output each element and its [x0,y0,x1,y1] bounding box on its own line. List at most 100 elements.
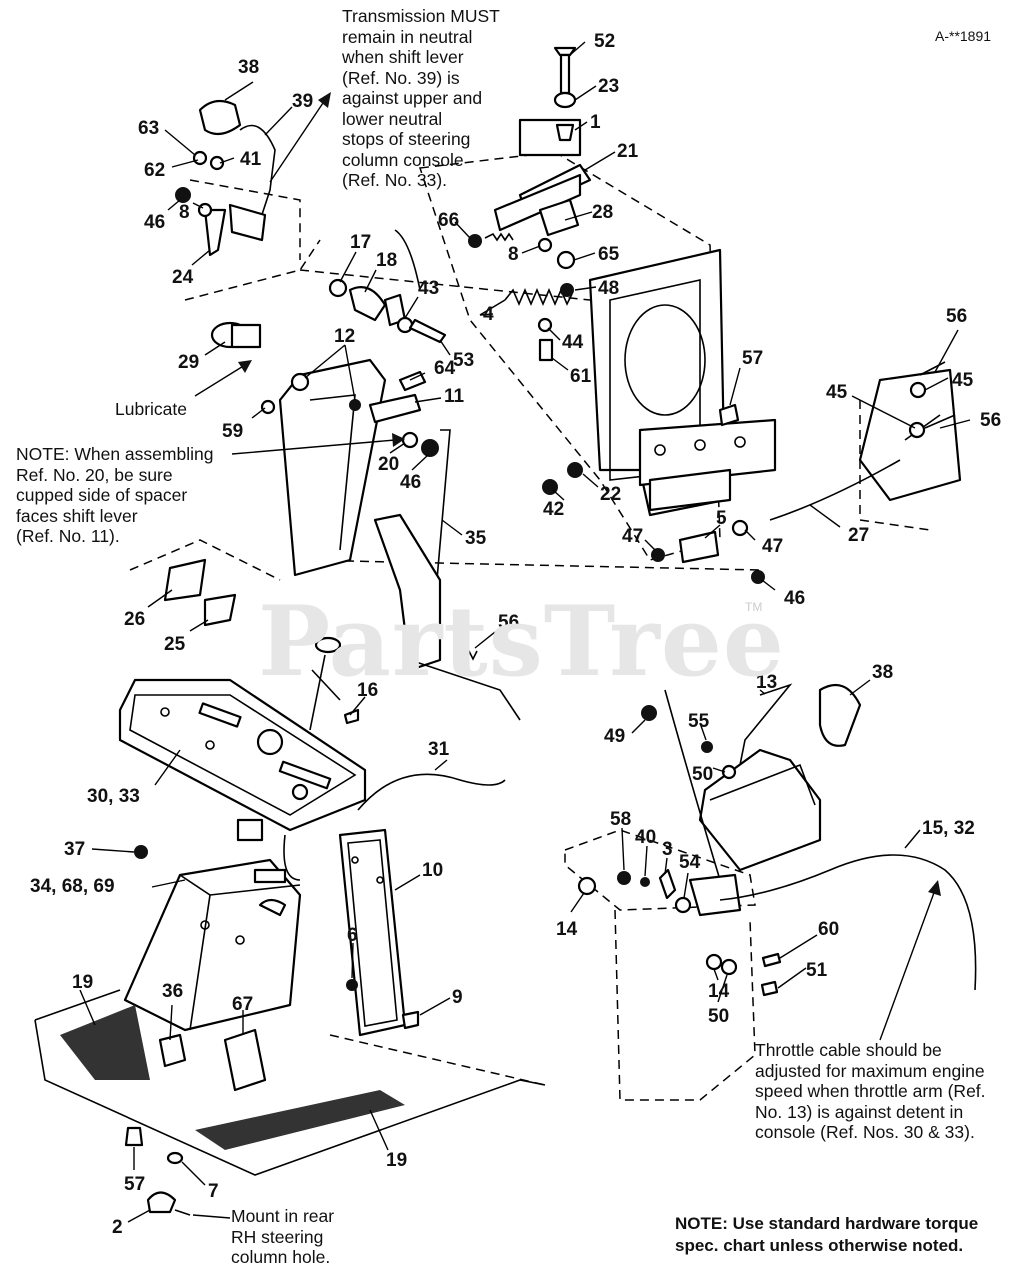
callout-62: 62 [144,160,165,181]
callout-26: 26 [124,609,145,630]
callout-27: 27 [848,525,869,546]
console-30-33 [118,678,367,881]
callout-42: 42 [543,499,564,520]
callout-46: 46 [400,472,421,493]
callout-7: 7 [208,1181,219,1202]
shift-rod-35 [373,429,521,721]
callout-64: 64 [434,358,456,379]
shift-lever-39 [175,99,301,260]
note-torque: NOTE: Use standard hardware torque spec.… [675,1214,979,1255]
callout-58: 58 [610,809,631,830]
callout-31: 31 [428,739,450,760]
callout-24: 24 [172,267,194,288]
callout-50: 50 [692,764,713,785]
cable-31 [357,773,506,811]
callout-6: 6 [347,925,358,946]
callout-35: 35 [465,528,487,549]
callout-38: 38 [872,662,893,683]
callout-50: 50 [708,1006,729,1027]
callout-4: 4 [483,304,494,325]
steering-support-bracket [419,118,777,561]
callout-48: 48 [598,278,619,299]
throttle-cable-27 [769,361,962,531]
trademark: TM [745,600,763,614]
callout-11: 11 [444,386,465,407]
throttle-lever-13 [641,683,862,881]
note-mount: Mount in rear RH steering column hole. [231,1206,335,1267]
callout-2: 2 [112,1217,123,1238]
callout-65: 65 [598,244,620,265]
callout-8: 8 [179,202,190,223]
callout-3: 3 [662,839,673,860]
note-throttle: Throttle cable should be adjusted for ma… [755,1040,986,1142]
steering-column-34-68-69 [123,845,302,1092]
clips-5-47 [542,403,765,584]
callout-34-68-69: 34, 68, 69 [30,876,115,897]
watermark: PartsTree [258,585,785,698]
callout-10: 10 [422,860,443,881]
callout-39: 39 [292,91,313,112]
leader-lines [79,41,971,1223]
callout-44: 44 [562,332,584,353]
callout-45: 45 [952,370,974,391]
callout-20: 20 [378,454,399,475]
callout-labels: 52 23 1 21 28 66 8 65 4 48 44 61 57 56 4… [30,31,1001,1238]
callout-46: 46 [784,588,805,609]
callout-55: 55 [688,711,710,732]
callout-47: 47 [622,526,643,547]
callout-43: 43 [418,278,439,299]
callout-57: 57 [124,1174,145,1195]
callout-12: 12 [334,326,355,347]
callout-14: 14 [556,919,578,940]
screw-52-stack [553,46,577,142]
note-lubricate: Lubricate [115,399,187,419]
callout-41: 41 [240,149,262,170]
callout-52: 52 [594,31,615,52]
callout-56: 56 [498,612,519,633]
note-transmission: Transmission MUST remain in neutral when… [342,6,500,190]
callout-57: 57 [742,348,763,369]
callout-5: 5 [716,508,727,529]
callout-22: 22 [600,484,621,505]
callout-25: 25 [164,634,186,655]
hardware-bottom-left [124,1126,231,1219]
callout-28: 28 [592,202,613,223]
callout-45: 45 [826,382,848,403]
drawing-id: A-**1891 [935,28,992,44]
callout-18: 18 [376,250,397,271]
callout-51: 51 [806,960,828,981]
callout-1: 1 [590,112,601,133]
floor-plate [34,989,546,1176]
callout-54: 54 [679,852,701,873]
brackets-25-26 [129,539,281,627]
note-assembling: NOTE: When assembling Ref. No. 20, be su… [16,444,214,546]
callout-13: 13 [756,672,777,693]
pivot-29 [210,229,447,349]
callout-47: 47 [762,536,783,557]
callout-9: 9 [452,987,463,1008]
callout-19: 19 [72,972,93,993]
callout-8: 8 [508,244,519,265]
callout-15-32: 15, 32 [922,818,975,839]
callout-53: 53 [453,350,474,371]
callout-21: 21 [617,141,639,162]
callout-19: 19 [386,1150,407,1171]
callout-49: 49 [604,726,625,747]
callout-38: 38 [238,57,259,78]
callout-30-33: 30, 33 [87,786,140,807]
callout-36: 36 [162,981,183,1002]
callout-46: 46 [144,212,165,233]
callout-14: 14 [708,981,730,1002]
callout-63: 63 [138,118,159,139]
callout-17: 17 [350,232,371,253]
callout-37: 37 [64,839,85,860]
callout-56: 56 [980,410,1001,431]
callout-66: 66 [438,210,459,231]
callout-60: 60 [818,919,839,940]
throttle-bracket [564,829,782,1101]
callout-40: 40 [635,827,656,848]
callout-59: 59 [222,421,243,442]
callout-16: 16 [357,680,378,701]
cable-15-32 [719,854,977,991]
spring-4 [468,198,580,362]
